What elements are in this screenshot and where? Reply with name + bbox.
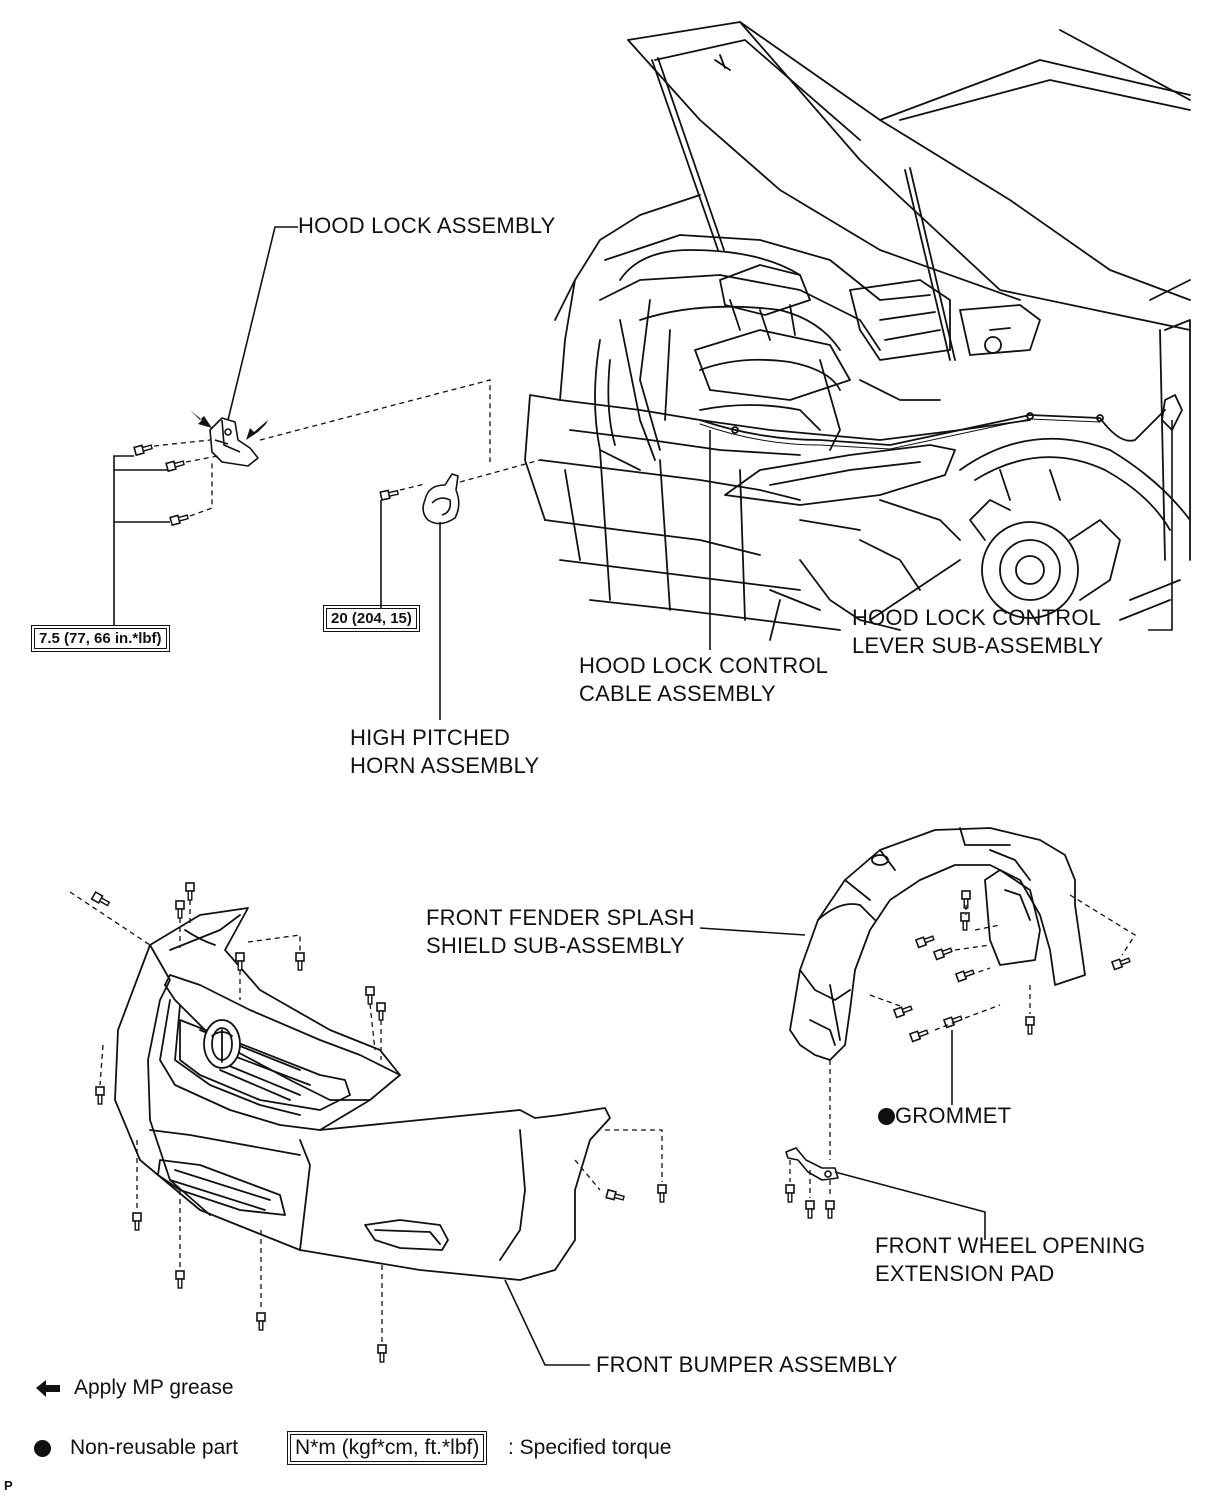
hood-lock-leaders xyxy=(113,226,298,626)
label-extension-pad-line1: FRONT WHEEL OPENING xyxy=(875,1233,1146,1258)
torque-hood-lock-bolts: 7.5 (77, 66 in.*lbf) xyxy=(31,625,170,652)
legend-non-reusable-text: Non-reusable part xyxy=(70,1436,239,1459)
label-hood-lock-control-cable-line2: CABLE ASSEMBLY xyxy=(579,681,776,706)
label-grommet: GROMMET xyxy=(878,1102,1011,1130)
leader-lines-top xyxy=(709,420,1173,650)
label-extension-pad-line2: EXTENSION PAD xyxy=(875,1261,1055,1286)
splash-shield-bolts xyxy=(893,890,1132,1043)
label-splash-shield-line2: SHIELD SUB-ASSEMBLY xyxy=(426,933,685,958)
hood-lock-bolts xyxy=(133,442,190,526)
label-grommet-text: GROMMET xyxy=(895,1103,1012,1128)
label-horn-line2: HORN ASSEMBLY xyxy=(350,753,540,778)
label-splash-shield-line1: FRONT FENDER SPLASH xyxy=(426,905,695,930)
legend-grease-text: Apply MP grease xyxy=(74,1376,234,1399)
label-hood-lock-assembly: HOOD LOCK ASSEMBLY xyxy=(298,213,556,238)
legend-torque-desc: : Specified torque xyxy=(508,1436,672,1459)
front-bumper-illustration xyxy=(114,907,611,1281)
legend-grease-arrow-icon xyxy=(36,1380,60,1397)
legend-torque-box: N*m (kgf*cm, ft.*lbf) xyxy=(286,1431,488,1465)
fender-splash-shield-illustration xyxy=(789,827,1086,1061)
label-front-bumper: FRONT BUMPER ASSEMBLY xyxy=(596,1352,898,1377)
label-horn-line1: HIGH PITCHED xyxy=(350,725,511,750)
non-reusable-dot-icon xyxy=(878,1108,895,1125)
legend-non-reusable-dot-icon xyxy=(34,1440,51,1457)
label-hood-lock-control-lever-line1: HOOD LOCK CONTROL xyxy=(852,605,1102,630)
grease-arrows xyxy=(188,408,268,440)
extension-pad-illustration xyxy=(785,1147,839,1181)
car-front-illustration xyxy=(524,21,1191,641)
horn-assembly xyxy=(422,473,460,525)
label-hood-lock-control-lever-line2: LEVER SUB-ASSEMBLY xyxy=(852,633,1104,658)
label-hood-lock-control-cable-line1: HOOD LOCK CONTROL xyxy=(579,653,829,678)
corner-mark: P xyxy=(4,1478,13,1493)
torque-horn-bolt: 20 (204, 15) xyxy=(323,605,420,632)
hood-lock-assembly xyxy=(209,417,259,467)
